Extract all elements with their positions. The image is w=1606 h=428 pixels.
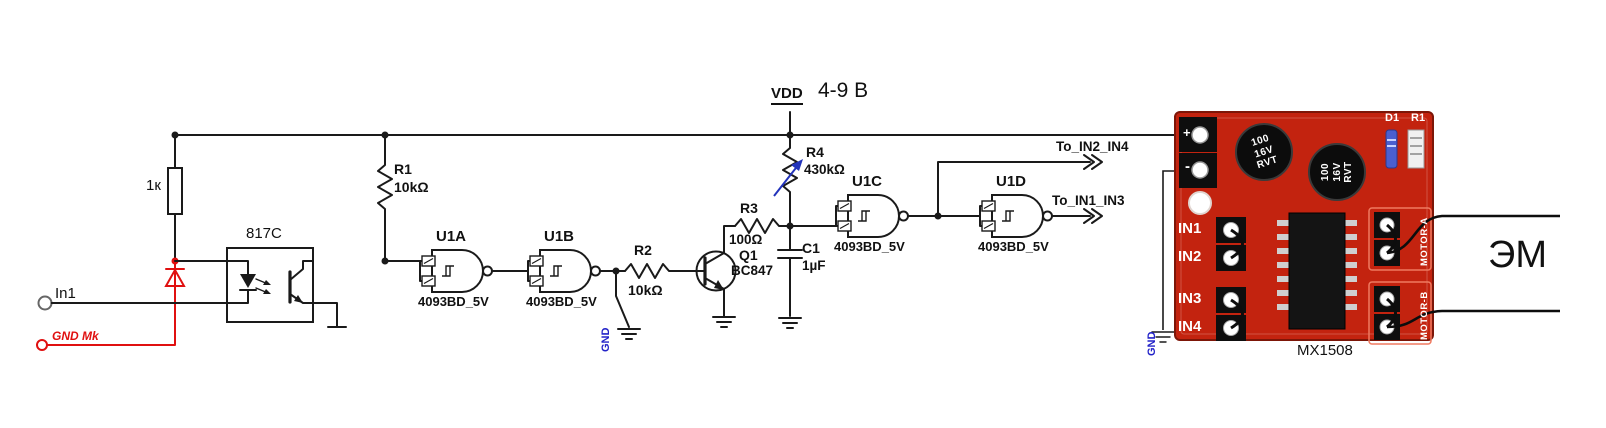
u1b-name: U1B <box>544 228 575 245</box>
module-pin-in3: IN3 <box>1178 290 1202 307</box>
jumper-wire-in3-in4 <box>1230 298 1244 330</box>
u1a-name: U1A <box>436 228 467 245</box>
u1a-part: 4093BD_5V <box>418 294 489 309</box>
smd-resistor-r1 <box>1407 129 1425 169</box>
module-name-label: MX1508 <box>1297 342 1353 359</box>
u1d-part: 4093BD_5V <box>978 239 1049 254</box>
driver-ic <box>1288 212 1346 330</box>
gnd-mk-label: GND Mk <box>52 329 99 343</box>
r3-value: 100Ω <box>729 232 763 247</box>
r2-name: R2 <box>634 242 652 258</box>
q1-name: Q1 <box>739 247 758 263</box>
electrolytic-cap-1 <box>1235 123 1293 181</box>
gnd-mk-terminal <box>36 339 48 351</box>
module-pin-in1: IN1 <box>1178 220 1202 237</box>
u1c-name: U1C <box>852 173 883 190</box>
vdd-range-label: 4-9 В <box>818 79 869 102</box>
trimmer-arrow <box>773 163 800 197</box>
motor-wire-2 <box>1386 309 1560 329</box>
in1-label: In1 <box>55 285 76 302</box>
r1-value: 10kΩ <box>394 179 429 195</box>
r4-value: 430kΩ <box>804 162 845 177</box>
net-arrow-in1-in3 <box>1083 208 1103 224</box>
net-label-in2-in4: To_IN2_IN4 <box>1056 139 1129 154</box>
module-motor-b-label: MOTOR-B <box>1419 291 1430 340</box>
vdd-rail-wire <box>171 131 1181 139</box>
module-pin-in4: IN4 <box>1178 318 1202 335</box>
optocoupler-817c <box>226 247 347 328</box>
smd-diode-d1 <box>1385 129 1398 169</box>
u1c-part: 4093BD_5V <box>834 239 905 254</box>
net-label-in1-in3: To_IN1_IN3 <box>1052 193 1125 208</box>
module-motor-a-label: MOTOR-A <box>1419 217 1430 266</box>
vdd-label: VDD <box>771 86 803 105</box>
resistor-r1 <box>377 134 421 265</box>
mounting-hole <box>1188 191 1212 215</box>
resistor-1k-label: 1к <box>146 177 161 194</box>
r2-value: 10kΩ <box>628 282 663 298</box>
gnd-symbol-q1 <box>712 316 736 328</box>
module-pin-in2: IN2 <box>1178 248 1202 265</box>
wire-u1c-u1d-nets <box>917 154 1103 220</box>
resistor-r3 <box>734 218 837 234</box>
gnd-symbol-1 <box>617 328 641 340</box>
opto-label: 817C <box>246 225 282 242</box>
module-plus-label: + <box>1183 125 1191 140</box>
gnd-symbol-module <box>1151 331 1175 343</box>
u1b-part: 4093BD_5V <box>526 294 597 309</box>
nand-gate-u1c <box>835 194 919 238</box>
c1-name: C1 <box>802 240 820 256</box>
cap2-marking: 100 16V RVT <box>1319 161 1354 183</box>
module-minus-label: - <box>1185 158 1190 175</box>
gnd-label-1: GND <box>600 327 612 352</box>
resistor-1k <box>167 134 183 262</box>
nand-gate-u1b <box>527 249 611 293</box>
module-d1-label: D1 <box>1385 112 1400 124</box>
resistor-r2-and-gnd-branch <box>609 263 706 340</box>
r3-name: R3 <box>740 200 758 216</box>
electrolytic-cap-2 <box>1308 143 1366 201</box>
r1-name: R1 <box>394 161 412 177</box>
r4-name: R4 <box>806 144 824 160</box>
nand-gate-u1a <box>419 249 503 293</box>
resistor-r4-trimmer <box>773 111 803 227</box>
protection-diode-red <box>36 257 186 351</box>
c1-value: 1µF <box>802 258 826 273</box>
net-arrow-in2-in4 <box>1083 154 1103 170</box>
gnd-label-2: GND <box>1146 331 1158 356</box>
transistor-q1 <box>695 225 737 328</box>
jumper-wire-in1-in2 <box>1230 228 1244 260</box>
motor-wire-1 <box>1386 214 1560 255</box>
mx1508-module <box>1151 111 1560 345</box>
nand-gate-u1d <box>979 194 1063 238</box>
wire-u1d-net <box>1061 208 1103 224</box>
module-r1-label: R1 <box>1411 112 1426 124</box>
capacitor-c1 <box>777 225 803 329</box>
q1-part: BC847 <box>731 263 774 278</box>
em-load-label: ЭМ <box>1488 234 1547 276</box>
in1-terminal <box>37 260 228 311</box>
u1d-name: U1D <box>996 173 1027 190</box>
gnd-symbol-c1 <box>778 317 802 329</box>
